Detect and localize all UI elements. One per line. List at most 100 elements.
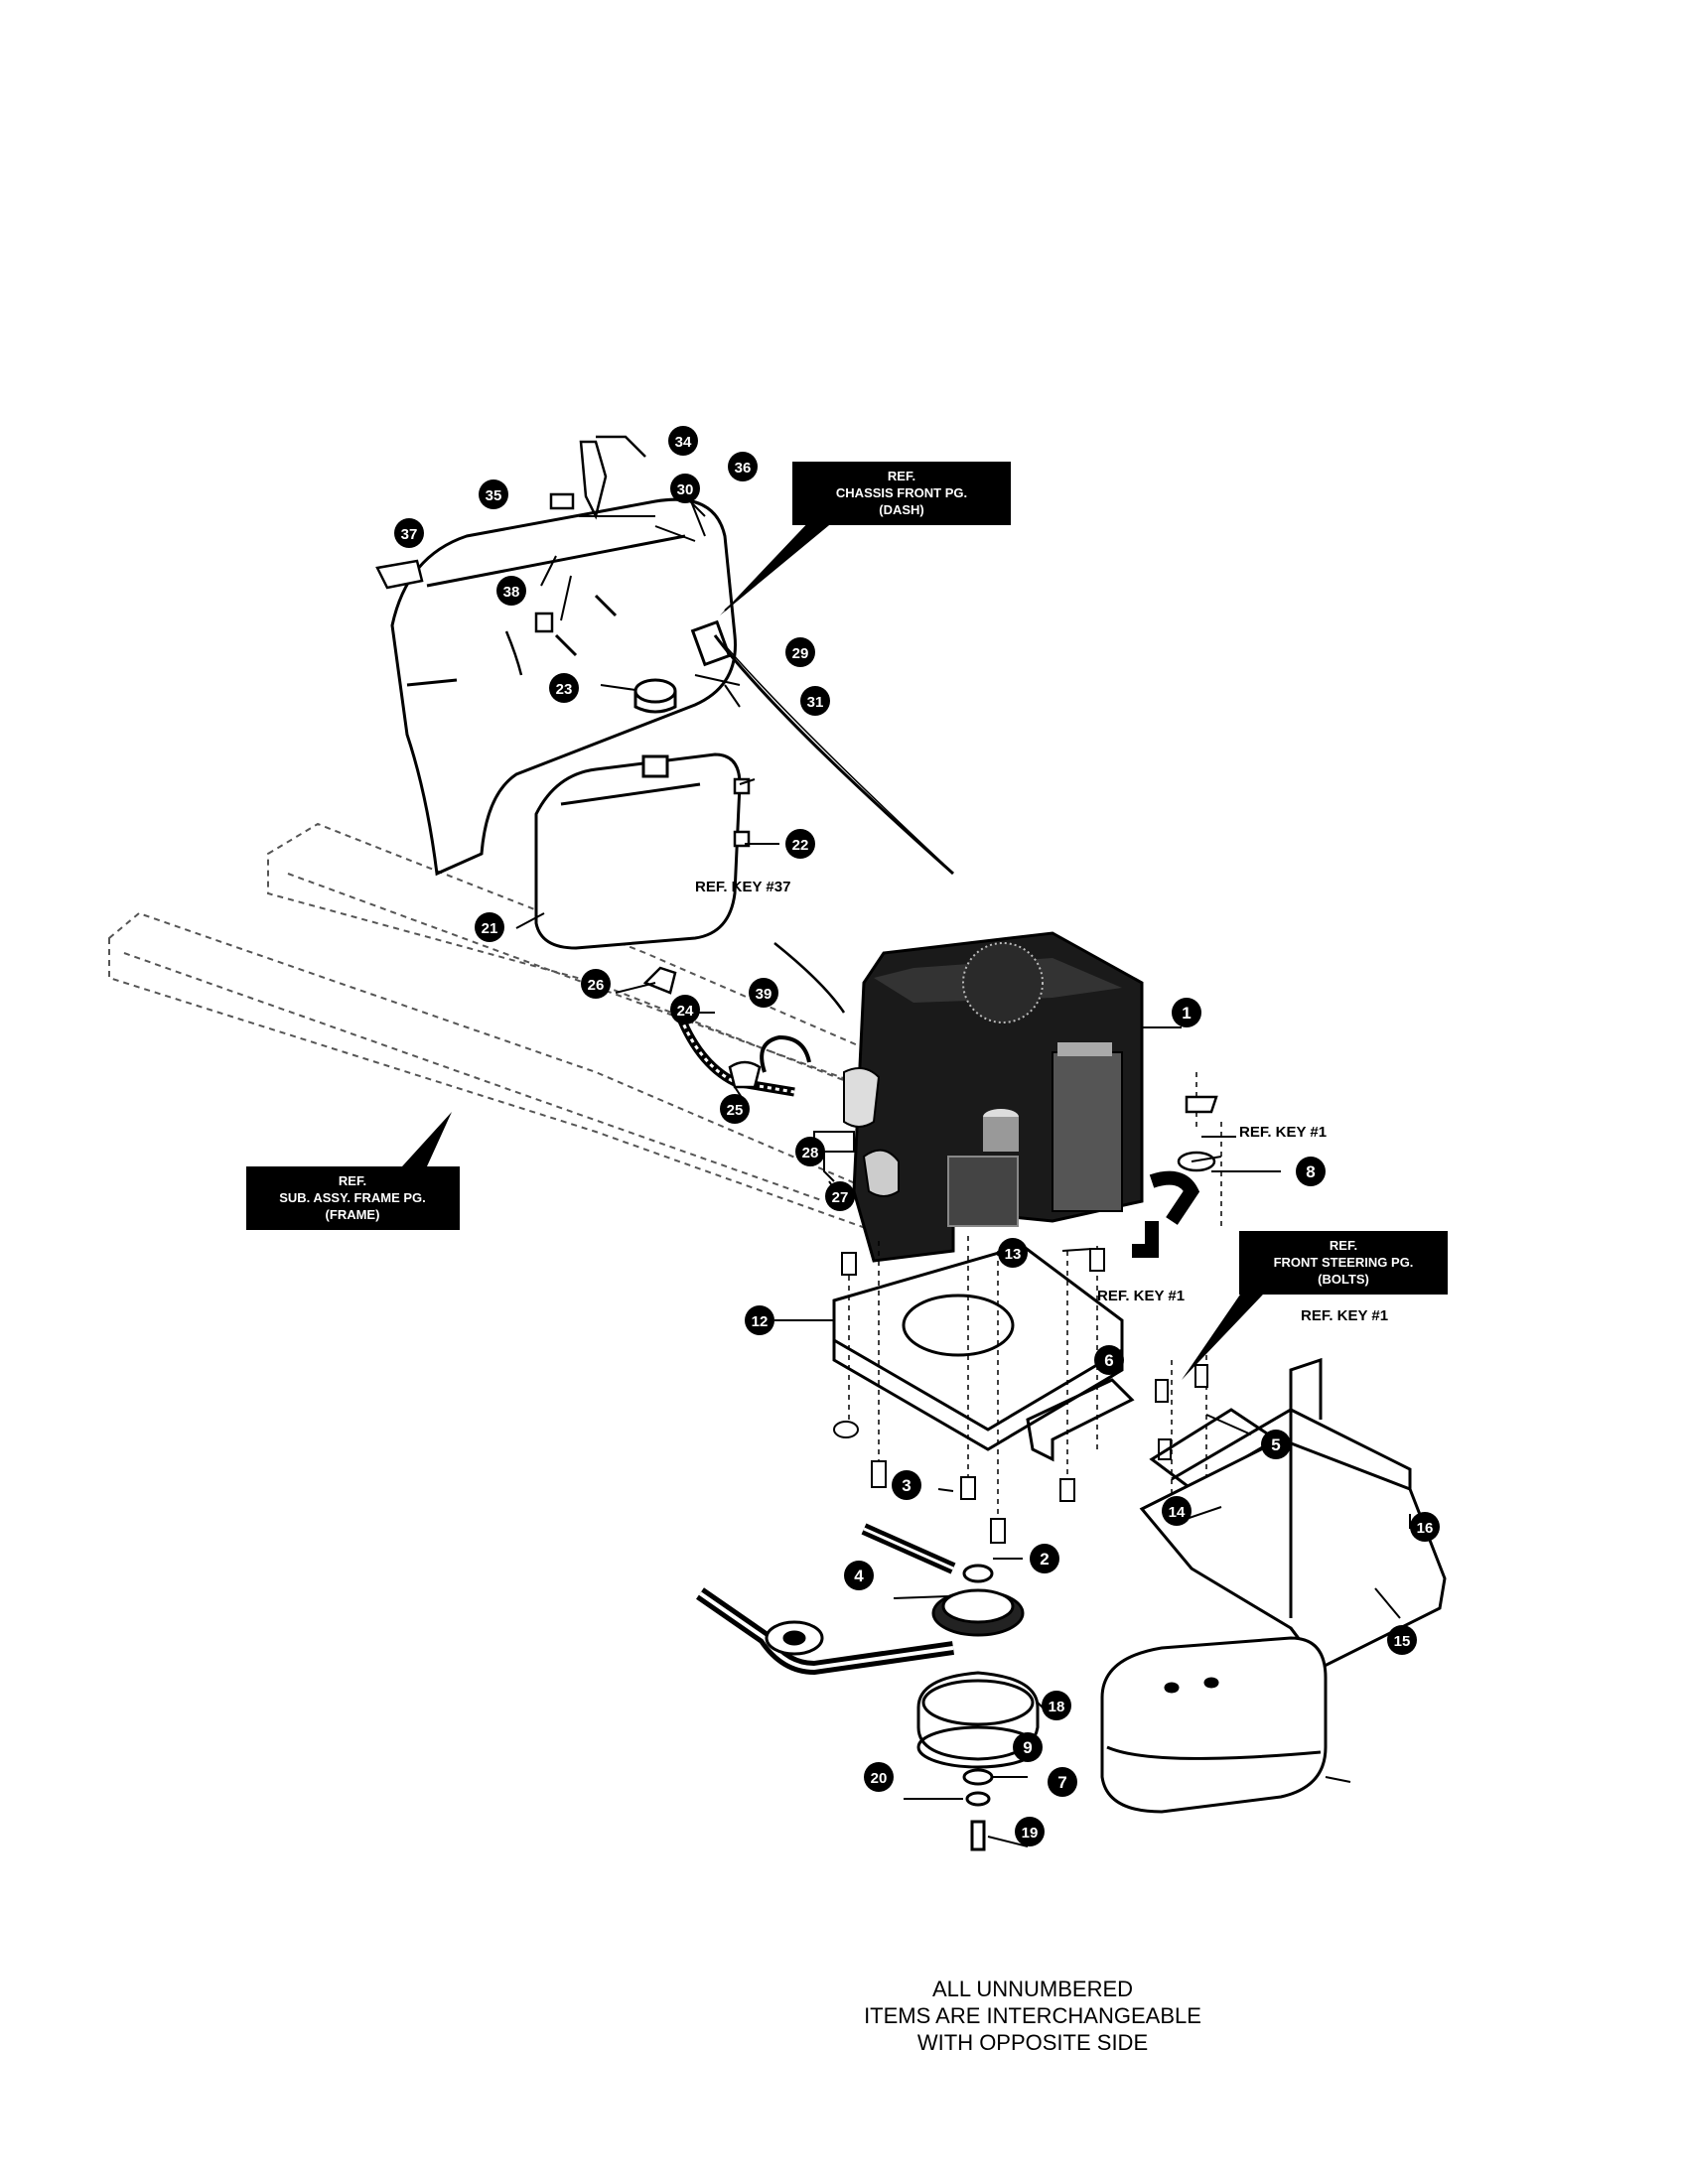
key-callout-disc bbox=[1296, 1157, 1326, 1186]
key-callout-disc bbox=[581, 969, 611, 999]
key-callout-number: 12 bbox=[752, 1313, 769, 1330]
key-callout-number: 8 bbox=[1306, 1162, 1315, 1181]
key-callout-1: 1 bbox=[1172, 998, 1201, 1027]
key-callout-number: 31 bbox=[807, 694, 824, 711]
key-callout-number: 7 bbox=[1057, 1773, 1066, 1792]
key-callout-disc bbox=[728, 452, 758, 481]
key-callout-disc bbox=[844, 1561, 874, 1590]
key-callout-number: 3 bbox=[902, 1476, 911, 1495]
ref-key-1-text: REF. KEY #1 bbox=[1239, 1124, 1327, 1141]
key-callout-number: 19 bbox=[1022, 1825, 1039, 1842]
engine bbox=[852, 931, 1144, 1263]
key-callout-number: 22 bbox=[792, 837, 809, 854]
footnote-line: ITEMS ARE INTERCHANGEABLE bbox=[864, 2003, 1201, 2028]
key-callout-disc bbox=[720, 1094, 750, 1124]
key-callout-disc bbox=[1042, 1691, 1071, 1720]
key-callout-26: 26 bbox=[581, 969, 611, 999]
ref-box-line: (BOLTS) bbox=[1318, 1272, 1369, 1287]
key-callout-2: 2 bbox=[1030, 1544, 1059, 1573]
key-callout-disc bbox=[1387, 1625, 1417, 1655]
key-callout-disc bbox=[670, 995, 700, 1024]
key-callout-disc bbox=[1030, 1544, 1059, 1573]
key-callout-disc bbox=[1261, 1430, 1291, 1459]
key-callout-disc bbox=[1094, 1345, 1124, 1375]
ref-box-line: (FRAME) bbox=[326, 1207, 380, 1222]
key-callout-disc bbox=[800, 686, 830, 716]
key-callout-disc bbox=[892, 1470, 921, 1500]
ref-key-37-text: REF. KEY #37 bbox=[695, 879, 790, 895]
key-callout-number: 6 bbox=[1104, 1351, 1113, 1370]
key-callout-number: 18 bbox=[1049, 1699, 1065, 1715]
key-callout-5: 5 bbox=[1261, 1430, 1291, 1459]
ref-box-sub-assy-frame: REF. SUB. ASSY. FRAME PG. (FRAME) bbox=[246, 1166, 460, 1230]
key-callout-21: 21 bbox=[475, 912, 504, 942]
key-callout-number: 37 bbox=[401, 526, 418, 543]
key-callout-number: 29 bbox=[792, 645, 809, 662]
key-callout-9: 9 bbox=[1013, 1732, 1043, 1762]
key-callout-disc bbox=[670, 474, 700, 503]
key-callout-disc bbox=[745, 1305, 774, 1335]
ref-box-line: FRONT STEERING PG. bbox=[1274, 1255, 1414, 1270]
key-callout-disc bbox=[549, 673, 579, 703]
key-callout-number: 26 bbox=[588, 977, 605, 994]
ref-box-line: CHASSIS FRONT PG. bbox=[836, 485, 967, 500]
key-callout-30: 30 bbox=[670, 474, 700, 503]
ref-box-line: (DASH) bbox=[879, 502, 924, 517]
key-callout-disc bbox=[864, 1762, 894, 1792]
key-callout-disc bbox=[496, 576, 526, 606]
key-callout-23: 23 bbox=[549, 673, 579, 703]
key-callout-6: 6 bbox=[1094, 1345, 1124, 1375]
key-callout-29: 29 bbox=[785, 637, 815, 667]
key-callout-disc bbox=[1013, 1732, 1043, 1762]
bolt-centerlines bbox=[848, 1072, 1222, 1549]
key-callout-disc bbox=[475, 912, 504, 942]
key-callout-number: 24 bbox=[677, 1003, 694, 1020]
key-callout-3: 3 bbox=[892, 1470, 921, 1500]
key-callout-disc bbox=[668, 426, 698, 456]
bolts bbox=[833, 1248, 1208, 1544]
ref-box-chassis-front: REF. CHASSIS FRONT PG. (DASH) bbox=[792, 462, 1011, 525]
key-callout-number: 15 bbox=[1394, 1633, 1411, 1650]
ref-box-line: SUB. ASSY. FRAME PG. bbox=[279, 1190, 426, 1205]
footnote: ALL UNNUMBERED ITEMS ARE INTERCHANGEABLE… bbox=[774, 1976, 1291, 2056]
key-callout-35: 35 bbox=[479, 479, 508, 509]
key-callout-number: 27 bbox=[832, 1189, 849, 1206]
key-callout-number: 36 bbox=[735, 460, 752, 477]
key-callout-disc bbox=[785, 829, 815, 859]
ref-texts: REF. KEY #37 REF. KEY #1 REF. KEY #1 REF… bbox=[695, 879, 1388, 1324]
key-callout-38: 38 bbox=[496, 576, 526, 606]
key-callout-disc bbox=[1172, 998, 1201, 1027]
key-callout-number: 2 bbox=[1040, 1550, 1049, 1569]
key-callout-8: 8 bbox=[1296, 1157, 1326, 1186]
drive-belt bbox=[696, 1523, 956, 1676]
key-callout-20: 20 bbox=[864, 1762, 894, 1792]
key-callout-disc bbox=[394, 518, 424, 548]
key-callout-disc bbox=[479, 479, 508, 509]
key-callout-28: 28 bbox=[795, 1137, 825, 1166]
key-callout-16: 16 bbox=[1410, 1512, 1440, 1542]
key-callout-22: 22 bbox=[785, 829, 815, 859]
key-callout-number: 23 bbox=[556, 681, 573, 698]
key-callout-number: 38 bbox=[503, 584, 520, 601]
ref-box-line: REF. bbox=[339, 1173, 366, 1188]
key-callout-number: 13 bbox=[1005, 1246, 1022, 1263]
key-callout-31: 31 bbox=[800, 686, 830, 716]
key-callout-number: 16 bbox=[1417, 1520, 1434, 1537]
key-callout-number: 25 bbox=[727, 1102, 744, 1119]
key-callout-disc bbox=[1162, 1496, 1192, 1526]
key-callouts: 1234567891213141516181920212223242526272… bbox=[394, 426, 1440, 1846]
footnote-line: ALL UNNUMBERED bbox=[931, 1977, 1134, 2001]
ref-key-1-text: REF. KEY #1 bbox=[1097, 1288, 1185, 1304]
key-callout-15: 15 bbox=[1387, 1625, 1417, 1655]
key-callout-36: 36 bbox=[728, 452, 758, 481]
key-callout-disc bbox=[998, 1238, 1028, 1268]
ref-box-line: REF. bbox=[888, 469, 915, 483]
ref-key-1-text: REF. KEY #1 bbox=[1301, 1307, 1388, 1324]
key-callout-disc bbox=[749, 978, 778, 1008]
key-callout-14: 14 bbox=[1162, 1496, 1192, 1526]
key-callout-13: 13 bbox=[998, 1238, 1028, 1268]
fuel-tank bbox=[534, 678, 742, 950]
throttle-cable bbox=[690, 619, 954, 876]
key-callout-number: 35 bbox=[486, 487, 502, 504]
